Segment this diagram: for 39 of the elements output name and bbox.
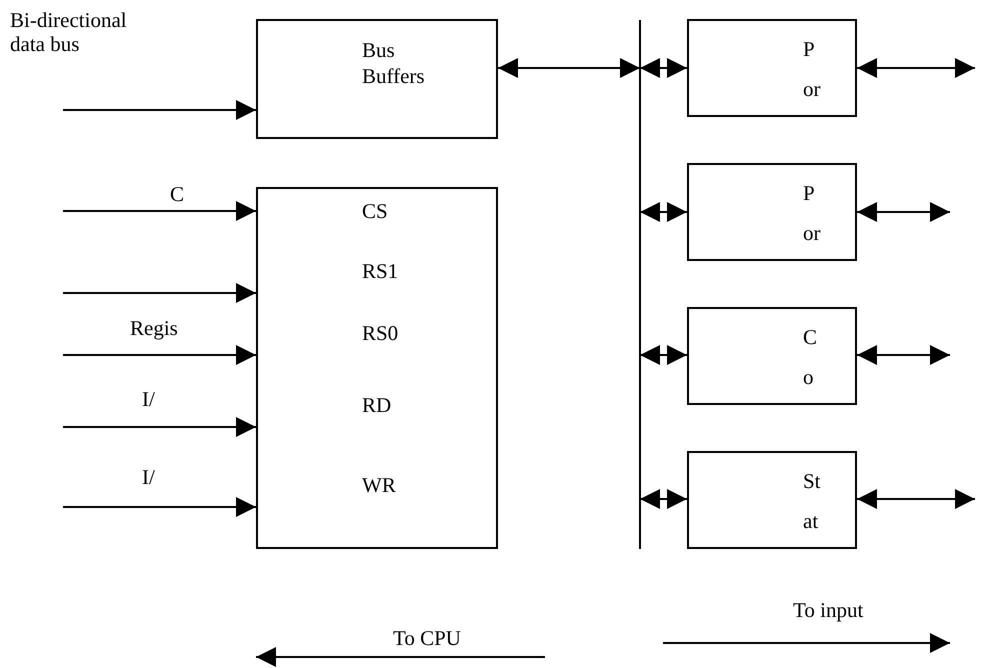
box-label: P or xyxy=(803,36,822,103)
arrow xyxy=(640,489,687,509)
signal-label: C xyxy=(170,182,184,206)
box-label: Bus Buffers xyxy=(362,37,422,89)
arrow xyxy=(640,345,687,365)
signal-label: To input xyxy=(793,598,864,622)
arrow xyxy=(857,58,975,78)
box-label: RS1 xyxy=(362,259,398,283)
arrow xyxy=(63,345,256,365)
arrow xyxy=(857,489,975,509)
arrow xyxy=(857,345,950,365)
box-label: RD xyxy=(362,393,392,417)
box-label: CS xyxy=(362,199,388,223)
arrow xyxy=(498,58,640,78)
signal-label: I/ xyxy=(142,465,155,489)
arrow xyxy=(640,58,687,78)
arrow xyxy=(640,202,687,222)
register-box xyxy=(687,19,857,117)
arrow xyxy=(63,417,256,437)
box-label: WR xyxy=(362,473,396,497)
arrow xyxy=(63,201,256,221)
signal-label: Bi-directional data bus xyxy=(10,8,128,56)
register-box xyxy=(256,19,498,139)
box-label: RS0 xyxy=(362,321,398,345)
box-label: St at xyxy=(803,468,822,535)
signal-label: To CPU xyxy=(393,626,461,650)
register-box xyxy=(687,163,857,261)
box-label: P or xyxy=(803,180,822,247)
arrow xyxy=(857,202,950,222)
bus-line xyxy=(639,20,641,549)
box-label: C o xyxy=(803,324,818,391)
signal-label: Regis xyxy=(130,316,178,340)
register-box xyxy=(256,187,498,549)
register-box xyxy=(687,451,857,549)
arrow xyxy=(63,283,256,303)
arrow xyxy=(63,100,256,120)
register-box xyxy=(687,307,857,405)
signal-label: I/ xyxy=(142,387,155,411)
arrow xyxy=(63,497,256,517)
